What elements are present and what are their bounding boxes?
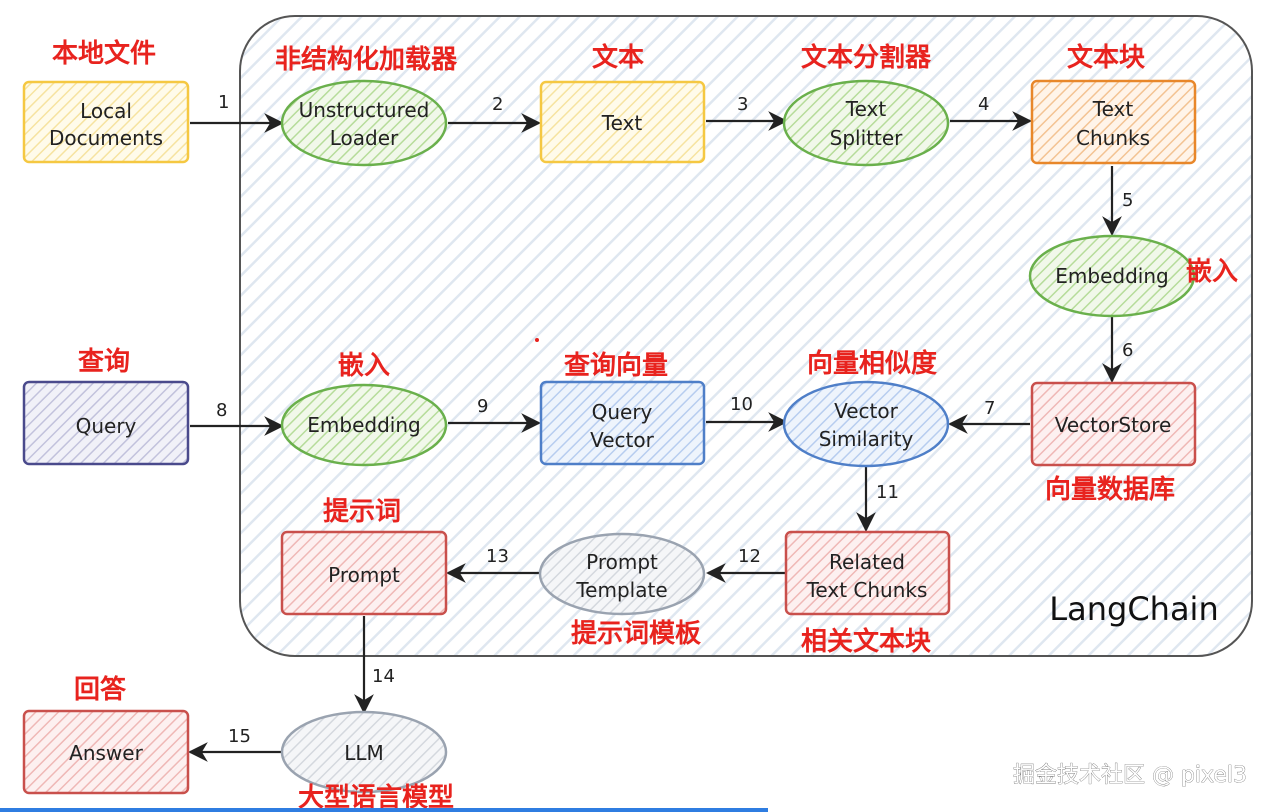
vectorstore-label: VectorStore xyxy=(1055,413,1172,437)
node-answer: Answer xyxy=(22,709,190,795)
embedding-top-label: Embedding xyxy=(1055,264,1168,288)
cn-label-prompt-template: 提示词模板 xyxy=(571,619,701,649)
node-prompt: Prompt xyxy=(280,530,448,616)
node-query: Query xyxy=(22,380,190,466)
cn-label-query-vector: 查询向量 xyxy=(564,350,668,381)
step-9: 9 xyxy=(477,396,488,417)
node-vector-similarity: Vector Similarity xyxy=(782,380,950,468)
step-12: 12 xyxy=(738,546,761,567)
local-documents-line1: Local xyxy=(80,99,132,123)
related-text-chunks-line2: Text Chunks xyxy=(806,578,928,602)
step-1: 1 xyxy=(218,92,229,113)
related-text-chunks-line1: Related xyxy=(829,550,905,574)
cn-label-prompt: 提示词 xyxy=(323,497,401,527)
step-14: 14 xyxy=(372,666,395,687)
node-query-vector: Query Vector xyxy=(539,380,706,466)
embedding-mid-label: Embedding xyxy=(307,413,420,437)
step-7: 7 xyxy=(984,398,995,419)
bottom-progress-bar xyxy=(0,808,768,812)
step-2: 2 xyxy=(492,94,503,115)
cn-label-unstructured-loader: 非结构化加载器 xyxy=(275,45,458,75)
node-local-documents: Local Documents xyxy=(22,80,190,164)
step-10: 10 xyxy=(730,394,753,415)
text-chunks-line2: Chunks xyxy=(1076,126,1150,150)
step-5: 5 xyxy=(1122,190,1133,211)
query-label: Query xyxy=(76,414,137,438)
step-11: 11 xyxy=(876,482,899,503)
cn-label-llm: 大型语言模型 xyxy=(298,783,454,812)
node-text-splitter: Text Splitter xyxy=(782,79,950,167)
vector-similarity-line1: Vector xyxy=(834,399,899,423)
cn-label-answer: 回答 xyxy=(74,674,127,705)
langchain-container xyxy=(239,15,1253,657)
cn-label-text: 文本 xyxy=(592,42,644,73)
cn-label-vectorstore: 向量数据库 xyxy=(1045,474,1175,505)
llm-label: LLM xyxy=(344,741,384,765)
langchain-label: LangChain xyxy=(1049,590,1218,628)
query-vector-line2: Vector xyxy=(590,428,655,452)
text-splitter-line2: Splitter xyxy=(830,126,903,150)
text-label: Text xyxy=(601,111,643,135)
node-prompt-template: Prompt Template xyxy=(538,532,706,616)
cn-label-embedding-mid: 嵌入 xyxy=(338,350,390,381)
step-15: 15 xyxy=(228,726,251,747)
node-unstructured-loader: Unstructured Loader xyxy=(280,79,448,167)
node-text: Text xyxy=(539,80,706,164)
cn-label-vector-similarity: 向量相似度 xyxy=(807,348,937,379)
cn-label-related-text-chunks: 相关文本块 xyxy=(801,626,931,657)
cn-label-text-splitter: 文本分割器 xyxy=(801,42,932,73)
step-3: 3 xyxy=(737,94,748,115)
chinese-labels: 本地文件 非结构化加载器 文本 文本分割器 文本块 嵌入 查询 嵌入 查询向量 … xyxy=(52,38,1238,812)
node-vectorstore: VectorStore xyxy=(1030,381,1197,467)
node-related-text-chunks: Related Text Chunks xyxy=(784,530,951,616)
text-splitter-line1: Text xyxy=(845,97,887,121)
node-text-chunks: Text Chunks xyxy=(1030,79,1197,165)
step-4: 4 xyxy=(978,94,989,115)
step-numbers: 1 2 3 4 5 6 7 8 9 10 11 12 13 14 15 xyxy=(216,92,1133,747)
step-13: 13 xyxy=(486,546,509,567)
prompt-label: Prompt xyxy=(328,563,400,587)
query-vector-line1: Query xyxy=(592,400,653,424)
local-documents-line2: Documents xyxy=(49,126,163,150)
arrows xyxy=(188,111,1122,762)
unstructured-loader-line1: Unstructured xyxy=(299,98,430,122)
vector-similarity-line2: Similarity xyxy=(819,427,914,451)
prompt-template-line1: Prompt xyxy=(586,550,658,574)
cn-label-text-chunks: 文本块 xyxy=(1067,42,1145,73)
cn-label-query: 查询 xyxy=(78,347,130,377)
node-llm: LLM xyxy=(280,710,448,794)
red-dot xyxy=(535,338,539,342)
watermark: 掘金技术社区 @ pixel3 xyxy=(1013,763,1247,788)
node-embedding-mid: Embedding xyxy=(280,383,448,467)
cn-label-local-documents: 本地文件 xyxy=(52,38,156,69)
node-embedding-top: Embedding xyxy=(1028,234,1196,318)
unstructured-loader-line2: Loader xyxy=(330,126,399,150)
cn-label-embedding-top: 嵌入 xyxy=(1186,256,1238,287)
step-8: 8 xyxy=(216,400,227,421)
step-6: 6 xyxy=(1122,340,1133,361)
text-chunks-line1: Text xyxy=(1092,97,1134,121)
prompt-template-line2: Template xyxy=(575,578,667,602)
answer-label: Answer xyxy=(69,741,143,765)
